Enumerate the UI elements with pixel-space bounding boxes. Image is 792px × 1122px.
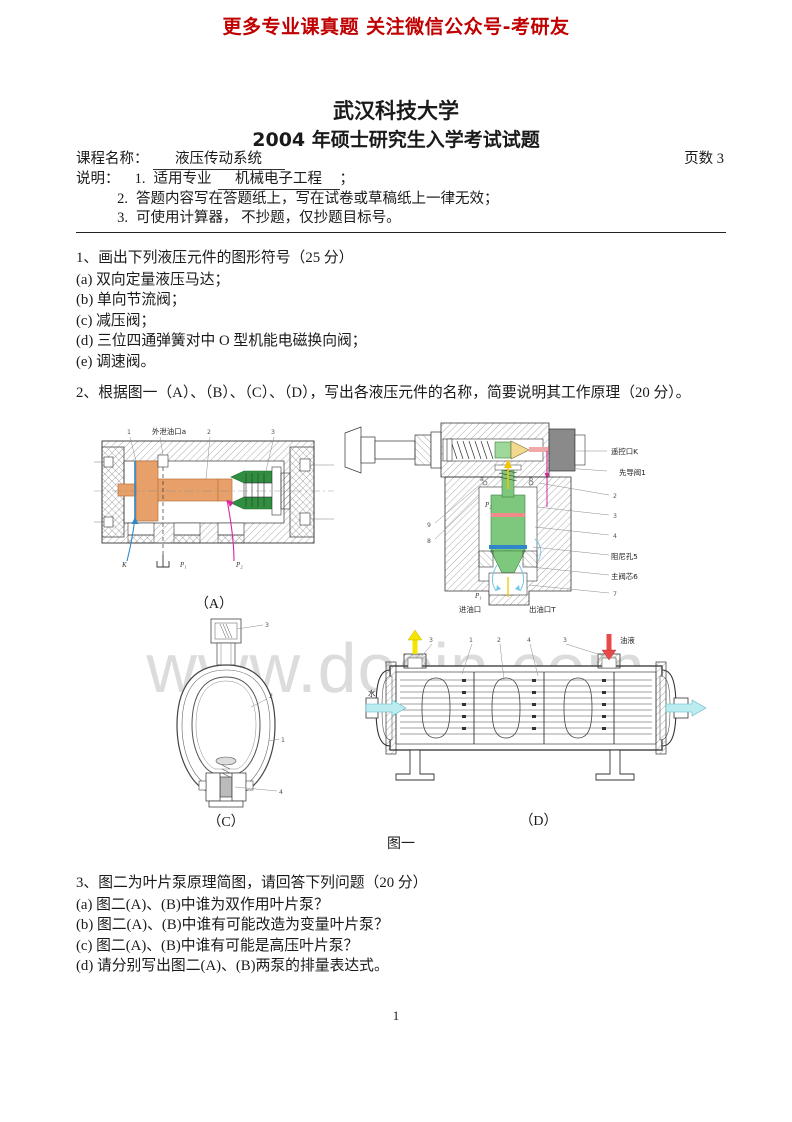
- diagram-panel-d: 3 1 2 4 3 油液 水 （D）: [365, 629, 711, 829]
- note-3-text: 可使用计算器， 不抄题，仅抄题目标号。: [136, 210, 401, 226]
- diagram-panel-b: a b: [339, 415, 709, 615]
- panel-b-label-p1: P₁: [474, 592, 482, 600]
- diagram-panel-c: 3 2 1 4 （C）: [151, 615, 301, 830]
- panel-d-label-4: 4: [527, 637, 531, 644]
- question-1-item-d: (d) 三位四通弹簧对中 O 型机能电磁换向阀；: [76, 333, 367, 349]
- panel-d-label-3a: 3: [429, 637, 433, 644]
- question-2: 2、根据图一（A）、（B）、（C）、（D），写出各液压元件的名称，简要说明其工作…: [76, 383, 736, 405]
- question-3-item-a: (a) 图二(A)、(B)中谁为双作用叶片泵？: [76, 896, 329, 913]
- diagram-panel-a: 1 外泄油口a 2 3 K P₁ P₂ （A）: [94, 421, 334, 612]
- panel-a-label-2: 2: [207, 429, 211, 436]
- question-3-head: 3、图二为叶片泵原理简图，请回答下列问题（20 分）: [76, 875, 428, 891]
- panel-a-label-3: 3: [271, 429, 275, 436]
- panel-d-label-2: 2: [497, 637, 501, 644]
- panel-b-label-pilot-valve: 先导阀1: [619, 468, 646, 477]
- panel-b-label-7: 7: [613, 591, 617, 598]
- panel-b-label-9: 9: [427, 522, 431, 529]
- note-1-suffix: ；: [339, 171, 355, 187]
- page-number: 1: [392, 1008, 400, 1023]
- panel-d-label-3b: 3: [563, 637, 567, 644]
- major-value: 机械电子工程: [217, 170, 340, 190]
- exam-title: 2004 年硕士研究生入学考试试题: [252, 129, 540, 151]
- question-1: 1、画出下列液压元件的图形符号（25 分） (a) 双向定量液压马达； (b) …: [76, 248, 736, 372]
- note-row-1: 说明： 1. 适用专业 机械电子工程 ；: [76, 170, 726, 190]
- panel-b-label-2: 2: [613, 493, 617, 500]
- figure-group-tu-yi: 1 外泄油口a 2 3 K P₁ P₂ （A）: [76, 415, 726, 865]
- question-1-item-e: (e) 调速阀。: [76, 353, 156, 370]
- figure-caption-tu-yi: 图一: [387, 837, 415, 852]
- panel-b-label-4: 4: [613, 533, 617, 540]
- note-row-2: 2. 答题内容写在答题纸上，写在试卷或草稿纸上一律无效；: [76, 190, 726, 209]
- header-divider: [76, 232, 726, 233]
- promo-banner: 更多专业课真题 关注微信公众号-考研友: [222, 16, 570, 38]
- university-title: 武汉科技大学: [333, 99, 459, 123]
- panel-a-label-p1: P₁: [179, 561, 187, 569]
- course-name-row: 课程名称： 液压传动系统 页数 3: [76, 150, 726, 170]
- panel-b-label-main-spool: 主阀芯6: [611, 572, 638, 581]
- panel-b-label-outlet: 出油口T: [529, 605, 556, 614]
- question-1-item-a: (a) 双向定量液压马达；: [76, 271, 230, 288]
- panel-b-label-p2: P₂: [484, 501, 492, 509]
- svg-text:a: a: [480, 476, 484, 483]
- question-3-item-d: (d) 请分别写出图二(A)、(B)两泵的排量表达式。: [76, 958, 389, 974]
- svg-text:b: b: [529, 476, 533, 483]
- panel-a-label-k: K: [121, 561, 127, 569]
- question-1-item-c: (c) 减压阀；: [76, 312, 156, 329]
- panel-c-caption: （C）: [207, 815, 245, 830]
- panel-b-label-remote-port: 遥控口K: [611, 447, 638, 456]
- question-2-head: 2、根据图一（A）、（B）、（C）、（D），写出各液压元件的名称，简要说明其工作…: [76, 385, 691, 401]
- note-2-text: 答题内容写在答题纸上，写在试卷或草稿纸上一律无效；: [136, 191, 499, 207]
- panel-a-label-1: 1: [127, 429, 131, 436]
- question-1-item-b: (b) 单向节流阀；: [76, 292, 186, 308]
- panel-d-label-water: 水: [368, 689, 376, 698]
- panel-d-label-oil: 油液: [620, 636, 635, 645]
- question-3: 3、图二为叶片泵原理简图，请回答下列问题（20 分） (a) 图二(A)、(B)…: [76, 873, 736, 977]
- page-count-label: 页数 3: [684, 151, 724, 167]
- panel-c-label-4: 4: [279, 789, 283, 796]
- panel-c-label-2: 2: [269, 693, 273, 700]
- panel-d-caption: （D）: [519, 814, 558, 829]
- panel-a-label-drain-port: 外泄油口a: [152, 427, 186, 436]
- course-name-label: 课程名称：: [76, 151, 149, 167]
- notes-label: 说明：: [76, 171, 120, 187]
- panel-b-label-damping-hole: 阻尼孔5: [611, 552, 638, 561]
- note-2-number: 2.: [117, 191, 128, 207]
- note-1-prefix: 适用专业: [153, 171, 212, 187]
- panel-c-label-1: 1: [281, 737, 285, 744]
- panel-b-label-inlet: 进油口: [459, 605, 481, 614]
- question-1-head: 1、画出下列液压元件的图形符号（25 分）: [76, 250, 354, 266]
- panel-b-label-3: 3: [613, 513, 617, 520]
- question-3-item-c: (c) 图二(A)、(B)中谁有可能是高压叶片泵？: [76, 937, 359, 954]
- panel-b-label-8: 8: [427, 538, 431, 545]
- panel-a-label-p2: P₂: [235, 561, 243, 569]
- note-row-3: 3. 可使用计算器， 不抄题，仅抄题目标号。: [76, 209, 726, 228]
- panel-a-caption: （A）: [194, 597, 234, 612]
- note-1-number: 1.: [134, 171, 146, 187]
- question-3-item-b: (b) 图二(A)、(B)中谁有可能改造为变量叶片泵？: [76, 917, 389, 933]
- panel-d-label-1: 1: [469, 637, 473, 644]
- course-meta: 课程名称： 液压传动系统 页数 3 说明： 1. 适用专业 机械电子工程 ； 2…: [76, 150, 726, 228]
- course-name-value: 液压传动系统: [152, 150, 285, 170]
- panel-c-label-3: 3: [265, 622, 269, 629]
- note-3-number: 3.: [117, 210, 128, 226]
